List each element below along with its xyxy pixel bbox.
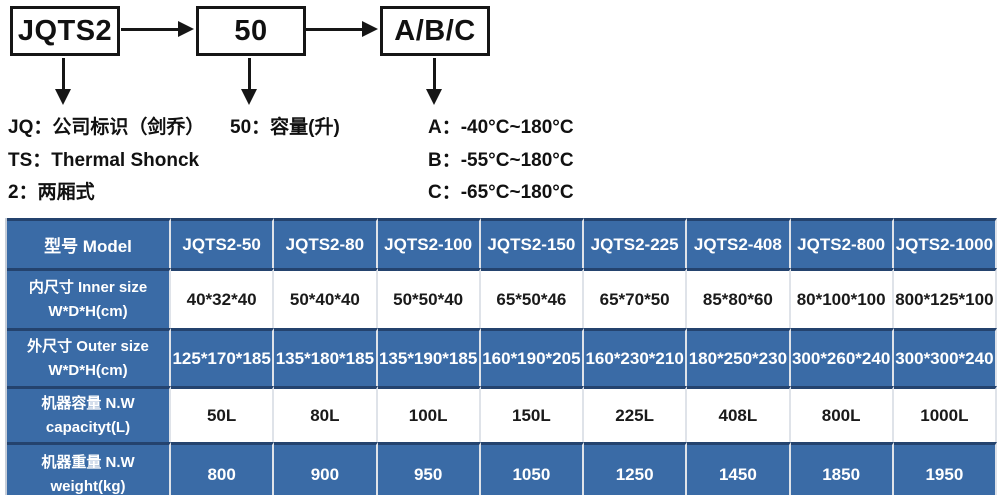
arrow-line-down-2 (248, 58, 251, 89)
col-header-model: 型号 Model (7, 218, 171, 268)
spec-table: 型号 Model JQTS2-50 JQTS2-80 JQTS2-100 JQT… (5, 218, 997, 495)
table-cell: 300*260*240 (790, 328, 894, 386)
table-cell: 50*40*40 (274, 268, 378, 328)
row-label-en: weight(kg) (50, 477, 126, 495)
row-label: 外尺寸 Outer size W*D*H(cm) (7, 328, 171, 386)
note-temp-range-b: B：-55°C~180°C (428, 150, 574, 171)
arrow-head-down-1-icon (55, 89, 71, 105)
table-cell: 800*125*100 (893, 268, 997, 328)
naming-box-brand: JQTS2 (10, 6, 120, 56)
table-cell: 80L (274, 386, 378, 442)
col-header: JQTS2-100 (377, 218, 481, 268)
table-cell: 1450 (687, 442, 791, 495)
table-row-outer-size: 外尺寸 Outer size W*D*H(cm) 125*170*185 135… (7, 328, 997, 386)
table-cell: 40*32*40 (171, 268, 275, 328)
table-cell: 85*80*60 (687, 268, 791, 328)
table-cell: 160*190*205 (480, 328, 584, 386)
arrow-line-down-3 (433, 58, 436, 89)
arrow-head-down-2-icon (241, 89, 257, 105)
table-cell: 65*50*46 (480, 268, 584, 328)
table-cell: 950 (377, 442, 481, 495)
col-header: JQTS2-1000 (893, 218, 997, 268)
row-label: 机器容量 N.W capacityt(L) (7, 386, 171, 442)
table-cell: 800 (171, 442, 275, 495)
table-row-weight: 机器重量 N.W weight(kg) 800 900 950 1050 125… (7, 442, 997, 495)
naming-box-temp-grade: A/B/C (380, 6, 490, 56)
arrow-line-right-2 (305, 28, 362, 31)
table-cell: 50L (171, 386, 275, 442)
table-cell: 100L (377, 386, 481, 442)
note-brand-meaning: JQ：公司标识（剑乔） (8, 117, 205, 138)
table-cell: 408L (687, 386, 791, 442)
row-label: 内尺寸 Inner size W*D*H(cm) (7, 268, 171, 328)
table-cell: 80*100*100 (790, 268, 894, 328)
table-header-row: 型号 Model JQTS2-50 JQTS2-80 JQTS2-100 JQT… (7, 218, 997, 268)
table-cell: 180*250*230 (687, 328, 791, 386)
note-temp-range-a: A：-40°C~180°C (428, 117, 574, 138)
row-label-en: W*D*H(cm) (48, 302, 128, 320)
table-cell: 135*180*185 (274, 328, 378, 386)
table-cell: 1050 (480, 442, 584, 495)
arrow-line-right-1 (121, 28, 178, 31)
arrow-head-right-2-icon (362, 21, 378, 37)
row-label-en: W*D*H(cm) (48, 361, 128, 379)
table-cell: 150L (480, 386, 584, 442)
table-cell: 225L (584, 386, 688, 442)
model-naming-diagram: JQTS2 50 A/B/C JQ：公司标识（剑乔） 50：容量(升) TS：T… (0, 0, 1000, 218)
table-cell: 1950 (893, 442, 997, 495)
table-cell: 1000L (893, 386, 997, 442)
row-label: 机器重量 N.W weight(kg) (7, 442, 171, 495)
table-cell: 1250 (584, 442, 688, 495)
col-header: JQTS2-50 (171, 218, 275, 268)
note-temp-range-c: C：-65°C~180°C (428, 182, 574, 203)
arrow-line-down-1 (62, 58, 65, 89)
row-label-zh: 机器容量 N.W (41, 395, 135, 413)
table-cell: 65*70*50 (584, 268, 688, 328)
table-cell: 1850 (790, 442, 894, 495)
naming-box-capacity: 50 (196, 6, 306, 56)
note-ts-meaning: TS：Thermal Shonck (8, 150, 200, 171)
table-cell: 125*170*185 (171, 328, 275, 386)
table-row-inner-size: 内尺寸 Inner size W*D*H(cm) 40*32*40 50*40*… (7, 268, 997, 328)
table-cell: 900 (274, 442, 378, 495)
arrow-head-down-3-icon (426, 89, 442, 105)
note-two-zone-meaning: 2：两厢式 (8, 182, 95, 203)
row-label-en: capacityt(L) (45, 418, 131, 436)
row-label-zh: 机器重量 N.W (41, 454, 135, 472)
col-header: JQTS2-150 (480, 218, 584, 268)
note-capacity-meaning: 50：容量(升) (230, 117, 340, 138)
table-row-capacity: 机器容量 N.W capacityt(L) 50L 80L 100L 150L … (7, 386, 997, 442)
table-cell: 50*50*40 (377, 268, 481, 328)
row-label-zh: 内尺寸 Inner size (28, 279, 148, 297)
row-label-zh: 外尺寸 Outer size (27, 338, 149, 356)
col-header: JQTS2-800 (790, 218, 894, 268)
table-cell: 800L (790, 386, 894, 442)
table-cell: 135*190*185 (377, 328, 481, 386)
col-header: JQTS2-80 (274, 218, 378, 268)
table-cell: 160*230*210 (584, 328, 688, 386)
col-header: JQTS2-225 (584, 218, 688, 268)
col-header: JQTS2-408 (687, 218, 791, 268)
arrow-head-right-1-icon (178, 21, 194, 37)
table-cell: 300*300*240 (893, 328, 997, 386)
